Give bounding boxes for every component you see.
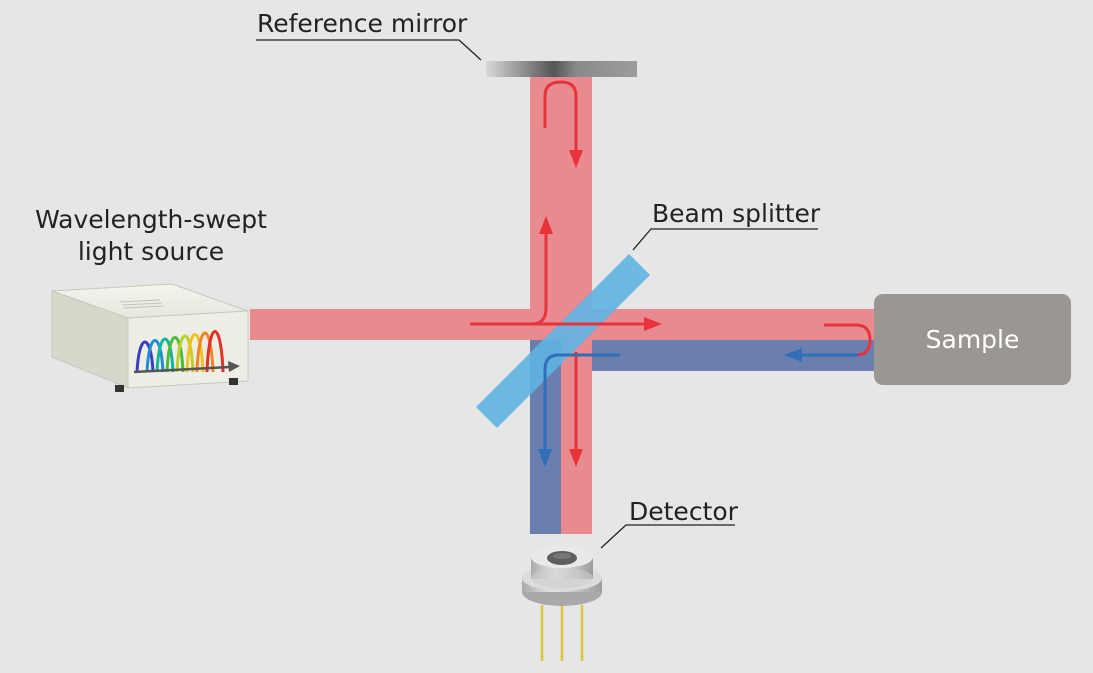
reference-mirror-label: Reference mirror — [257, 9, 468, 38]
reference-arm-beam — [530, 76, 592, 314]
beam-splitter-icon — [476, 254, 650, 428]
sample-box: Sample — [874, 294, 1071, 385]
wavelength-swept-light-source-icon — [51, 283, 249, 392]
detector-icon — [522, 546, 602, 661]
light-source-label-line2: light source — [77, 237, 225, 266]
beam-splitter-label: Beam splitter — [652, 199, 821, 228]
light-source-label: Wavelength-swept light source — [34, 205, 268, 267]
reference-mirror-icon — [486, 61, 637, 77]
detector-label: Detector — [629, 497, 738, 526]
light-source-label-line1: Wavelength-swept — [35, 205, 267, 234]
light-path-arrows — [470, 80, 872, 467]
sample-label: Sample — [925, 325, 1020, 354]
label-leader-lines — [256, 39, 818, 549]
